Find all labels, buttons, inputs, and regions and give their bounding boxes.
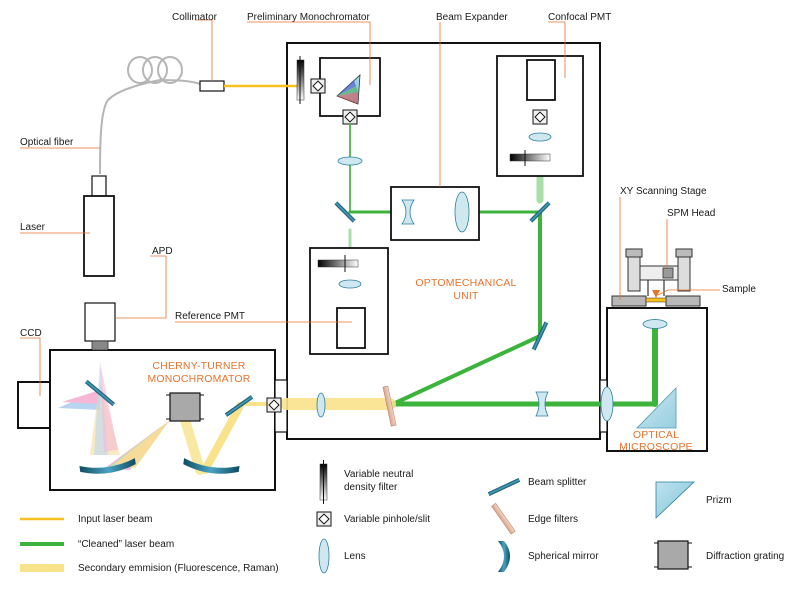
section-cherny-line1: CHERNY-TURNER	[152, 360, 245, 372]
label-collimator: Collimator	[172, 12, 218, 23]
section-optomechanical-line2: UNIT	[453, 290, 479, 302]
lens-ct-input	[316, 392, 326, 418]
legend-nd-filter-icon	[319, 460, 328, 504]
leader-confocal	[548, 21, 566, 78]
beam-splitter-1	[334, 201, 356, 223]
legend-nd-filter-line1: Variable neutral	[344, 469, 413, 480]
prism-microscope	[636, 387, 677, 429]
spm-head	[625, 248, 693, 298]
nd-filter-reference	[317, 259, 359, 268]
reference-lens	[338, 279, 362, 289]
beam-expander-lens-1	[401, 199, 415, 225]
ct-spectral-fan	[58, 362, 170, 470]
confocal-pmt-detector	[526, 59, 556, 101]
legend-lens: Lens	[344, 551, 366, 562]
sample-plate	[645, 297, 667, 303]
pinhole-prelim-out	[342, 109, 358, 125]
ct-fold-mirror	[84, 379, 116, 407]
legend-edge-filters: Edge filters	[528, 514, 578, 525]
legend-pinhole-icon	[316, 511, 332, 527]
label-preliminary-monochromator: Preliminary Monochromator	[247, 12, 370, 23]
edge-filter	[382, 385, 397, 427]
ct-input-mirror	[224, 395, 254, 417]
leader-prelim	[247, 21, 371, 85]
section-optical-line2: MICROSCOPE	[619, 441, 693, 453]
legend-prism-icon	[655, 481, 696, 519]
apd-detector	[84, 302, 116, 342]
xy-scanning-stage	[611, 295, 647, 307]
xy-scanning-stage-right	[665, 295, 701, 307]
ct-spherical-mirror-right	[183, 458, 240, 474]
legend-pinhole: Variable pinhole/slit	[344, 514, 430, 525]
reference-pmt-detector	[336, 307, 366, 349]
pinhole-ct-input	[266, 397, 282, 413]
beam-splitter-2	[529, 201, 551, 223]
legend-lens-icon	[318, 538, 330, 574]
lens-microscope-pos	[600, 386, 614, 422]
leader-apd	[115, 255, 167, 319]
label-xy-scanning-stage: XY Scanning Stage	[620, 186, 707, 197]
legend-diffraction-grating: Diffraction grating	[706, 551, 784, 562]
legend-spherical-mirror-icon	[498, 541, 510, 572]
microscope-objective	[642, 319, 668, 329]
legend-edge-filter-icon	[491, 503, 516, 535]
pinhole-confocal	[532, 109, 548, 125]
laser-body	[83, 195, 115, 277]
label-reference-pmt: Reference PMT	[175, 311, 245, 322]
label-spm-head: SPM Head	[667, 208, 715, 219]
legend-nd-filter-line2: density filter	[344, 482, 398, 493]
section-optical-line1: OPTICAL	[633, 429, 679, 441]
label-optical-fiber: Optical fiber	[20, 137, 74, 148]
lens-prelim-out	[337, 156, 363, 166]
legend: Input laser beam “Cleaned” laser beam Se…	[20, 460, 784, 574]
label-beam-expander: Beam Expander	[436, 12, 508, 23]
lens-microscope-neg	[535, 391, 549, 417]
optical-fiber	[99, 56, 203, 175]
beam-splitter-3	[531, 321, 549, 351]
section-cherny-line2: MONOCHROMATOR	[147, 373, 250, 385]
label-laser: Laser	[20, 222, 46, 233]
legend-secondary-emission: Secondary emmision (Fluorescence, Raman)	[78, 563, 279, 574]
ct-spherical-mirror-left	[79, 458, 136, 474]
label-confocal-pmt: Confocal PMT	[548, 12, 611, 23]
confocal-lens	[528, 132, 552, 142]
leader-collimator	[195, 19, 213, 81]
leader-sample	[657, 289, 720, 296]
legend-prizm: Prizm	[706, 495, 732, 506]
legend-input-beam: Input laser beam	[78, 514, 153, 525]
legend-beam-splitter: Beam splitter	[528, 477, 587, 488]
label-ccd: CCD	[20, 328, 42, 339]
legend-beam-splitter-icon	[487, 478, 521, 496]
apd-connector	[91, 340, 109, 351]
legend-spherical-mirror: Spherical mirror	[528, 551, 599, 562]
beam-expander-lens-2	[454, 191, 470, 233]
leader-ccd	[20, 337, 41, 396]
nd-filter-confocal	[509, 153, 551, 162]
label-apd: APD	[152, 246, 173, 257]
ccd-detector-box	[17, 381, 51, 429]
legend-cleaned-beam: “Cleaned” laser beam	[78, 539, 174, 550]
pinhole-prelim-in	[310, 78, 326, 94]
collimator	[199, 80, 225, 92]
legend-diffraction-grating-icon	[654, 540, 692, 570]
section-optomechanical-line1: OPTOMECHANICAL	[415, 277, 516, 289]
ct-diffraction-grating	[166, 392, 204, 422]
label-sample: Sample	[722, 284, 756, 295]
laser-head	[91, 175, 107, 197]
